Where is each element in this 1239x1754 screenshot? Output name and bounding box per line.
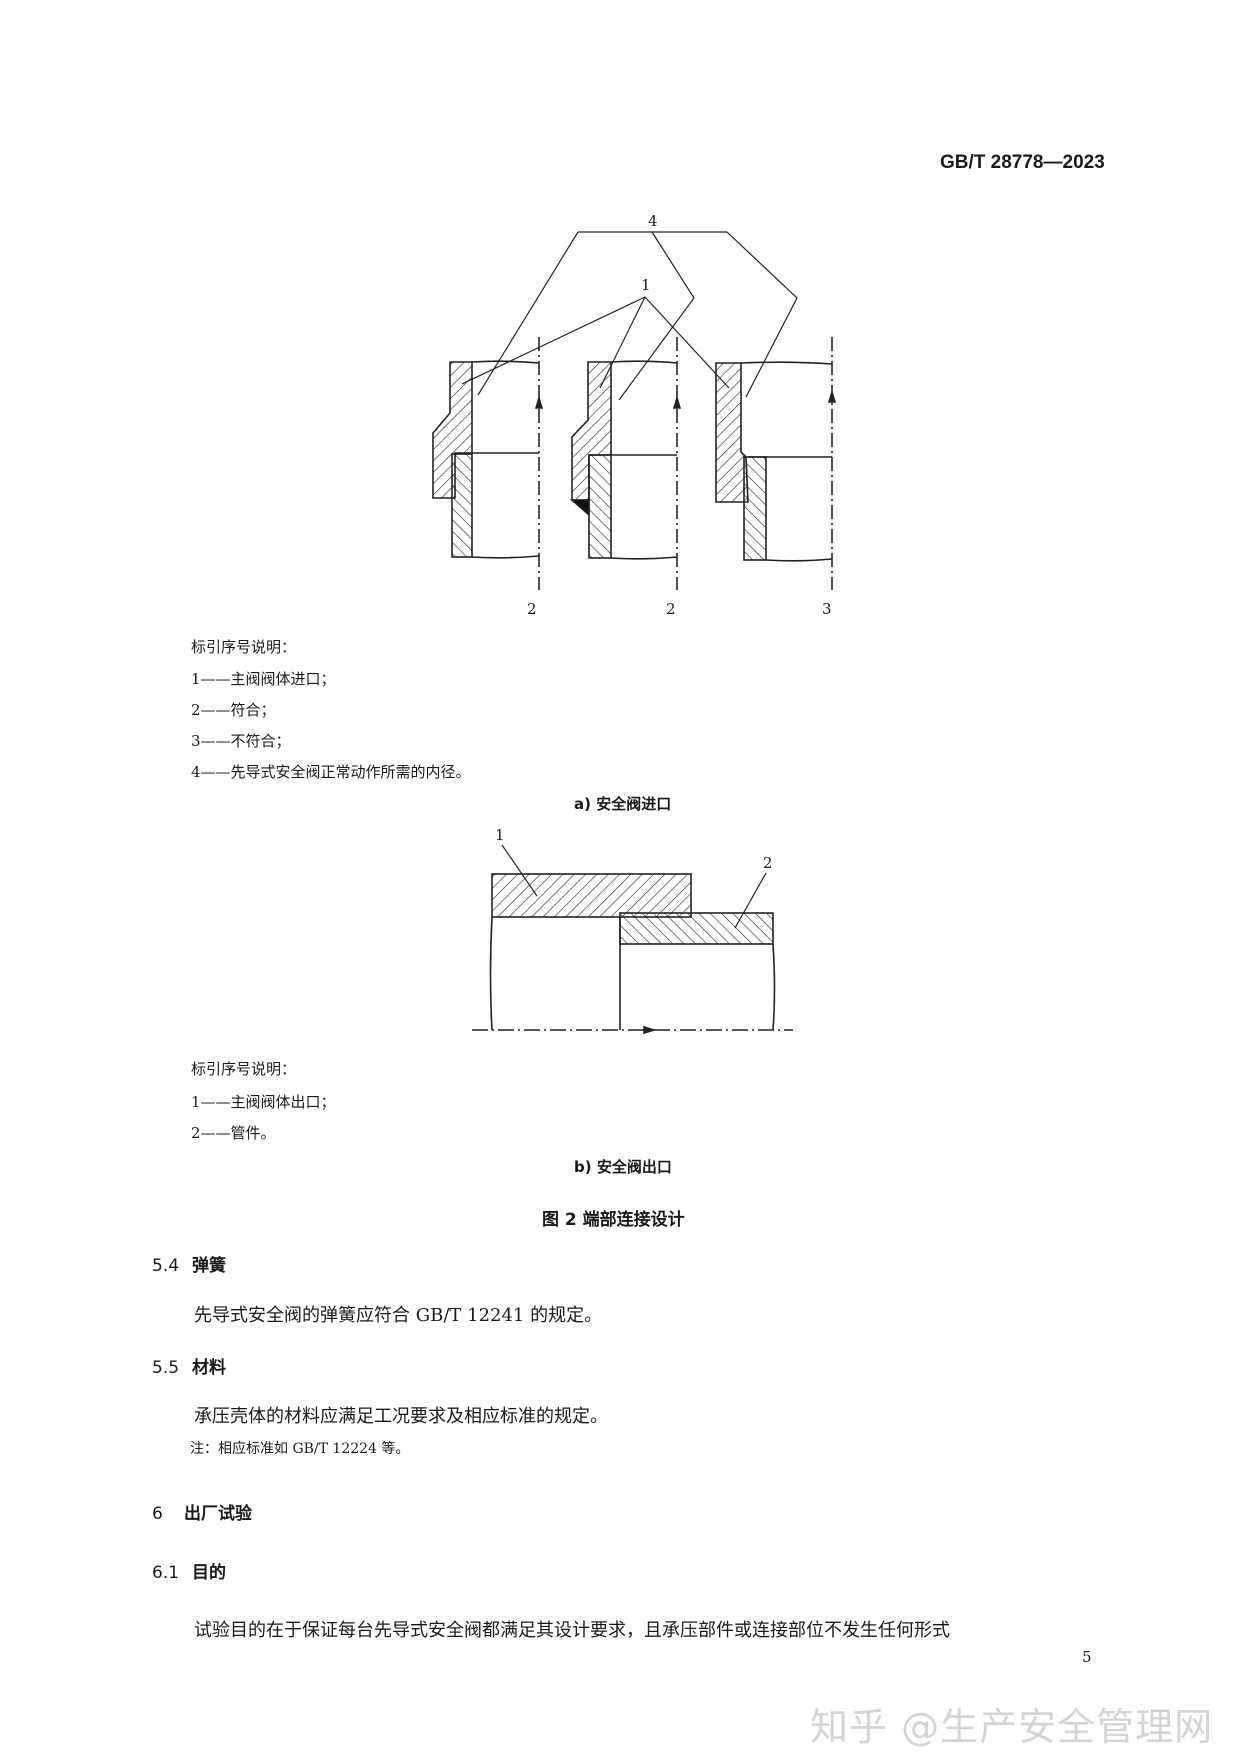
figure-title: 图 2 端部连接设计	[542, 1210, 685, 1230]
legend-b-item: 2——管件。	[191, 1124, 276, 1142]
label-4: 4	[648, 212, 658, 230]
legend-a-item: 4——先导式安全阀正常动作所需的内径。	[191, 763, 471, 781]
section-6-1-body: 试验目的在于保证每台先导式安全阀都满足其设计要求，且承压部件或连接部位不发生任何…	[194, 1620, 950, 1641]
pipe-fitting	[619, 912, 774, 945]
legend-title-a: 标引序号说明：	[191, 638, 297, 656]
pipe-middle	[588, 454, 612, 559]
watermark: 知乎 @生产安全管理网	[810, 1705, 1214, 1749]
figure-b-outlet-drawing	[472, 844, 793, 1035]
standard-number-header: GB/T 28778—2023	[940, 152, 1105, 173]
label-compliant-2: 2	[666, 600, 676, 618]
legend-a-item: 2——符合；	[191, 701, 276, 719]
label-b-1: 1	[495, 826, 505, 844]
pipe-left	[451, 453, 473, 558]
legend-a-item: 1——主阀阀体进口；	[191, 670, 336, 688]
label-noncompliant: 3	[822, 600, 832, 618]
label-1: 1	[641, 276, 651, 294]
figure-a-inlet-drawing	[432, 231, 837, 590]
weld-mark	[569, 499, 590, 517]
label-compliant-1: 2	[527, 600, 537, 618]
section-5-4-body: 先导式安全阀的弹簧应符合 GB/T 12241 的规定。	[194, 1305, 603, 1326]
legend-b-item: 1——主阀阀体出口；	[191, 1093, 336, 1111]
section-5-5-note: 注：相应标准如 GB/T 12224 等。	[190, 1441, 410, 1457]
pipe-right	[743, 456, 767, 561]
legend-a-item: 3——不符合；	[191, 732, 291, 750]
section-5-5-body: 承压壳体的材料应满足工况要求及相应标准的规定。	[194, 1406, 608, 1427]
caption-b: b) 安全阀出口	[574, 1158, 672, 1176]
label-b-2: 2	[763, 854, 773, 872]
page-number: 5	[1082, 1648, 1092, 1666]
caption-a: a) 安全阀进口	[574, 795, 672, 813]
legend-title-b: 标引序号说明：	[191, 1060, 297, 1078]
valve-body-outlet	[491, 873, 692, 918]
